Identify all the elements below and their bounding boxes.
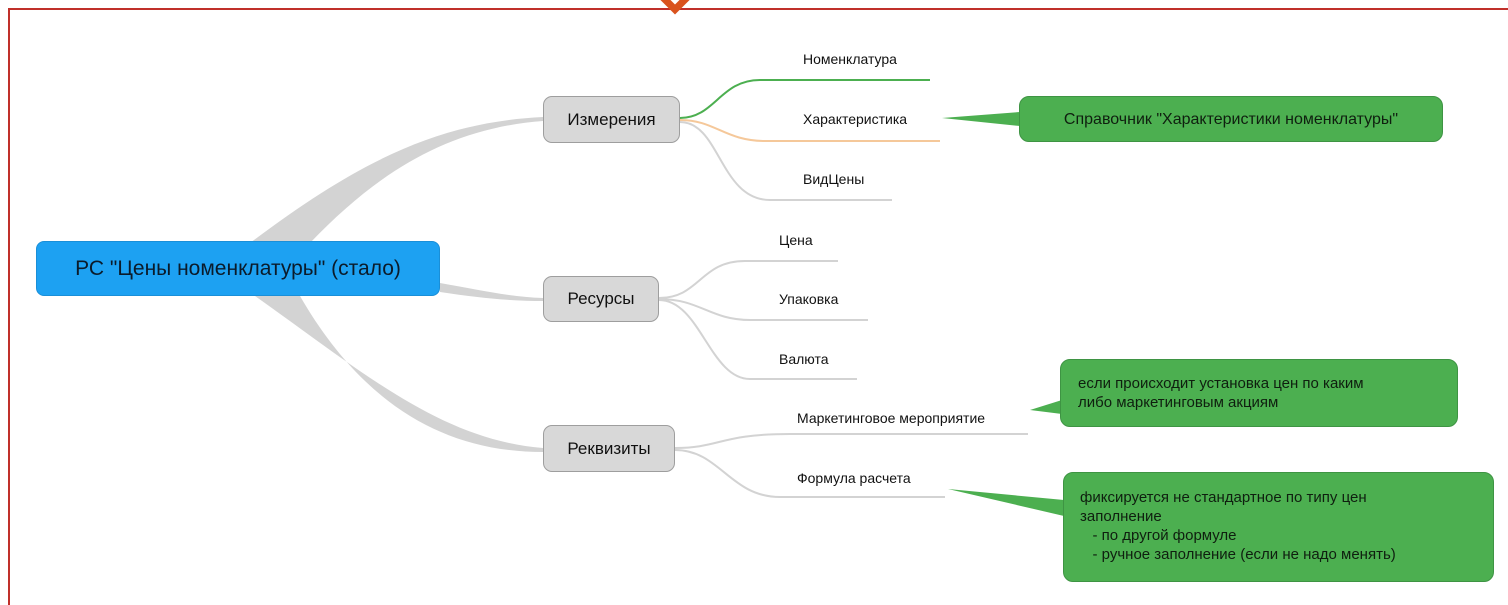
root-node[interactable]: РС "Цены номенклатуры" (стало) — [36, 241, 440, 296]
note-marketing-line: либо маркетинговым акциям — [1078, 394, 1279, 411]
note-formula-line: фиксируется не стандартное по типу цен — [1080, 489, 1367, 506]
link-formula — [674, 449, 945, 498]
slide-frame — [8, 8, 1508, 605]
branch-izmereniya[interactable]: Измерения — [543, 96, 680, 143]
branch-resursy[interactable]: Ресурсы — [543, 276, 659, 322]
link-vidceny — [679, 121, 892, 201]
leaf-valyuta[interactable]: Валюта — [779, 351, 829, 367]
link-valyuta — [658, 299, 857, 380]
note-marketing-line: если происходит установка цен по каким — [1078, 375, 1364, 392]
leaf-upakovka[interactable]: Упаковка — [779, 291, 839, 307]
leaf-vidceny[interactable]: ВидЦены — [803, 171, 865, 187]
leaf-marketing[interactable]: Маркетинговое мероприятие — [797, 410, 986, 426]
link-harakteristika — [679, 119, 940, 142]
note-harakteristika[interactable]: Справочник "Характеристики номенклатуры" — [1019, 96, 1443, 142]
link-root-resursy — [440, 283, 543, 301]
leaf-nomenklatura[interactable]: Номенклатура — [803, 51, 897, 67]
note-formula[interactable]: фиксируется не стандартное по типу цен з… — [1063, 472, 1494, 582]
note-marketing[interactable]: если происходит установка цен по каким л… — [1060, 359, 1458, 427]
note-formula-line: - ручное заполнение (если не надо менять… — [1080, 546, 1396, 563]
link-upakovka — [658, 298, 868, 321]
leaf-formula[interactable]: Формула расчета — [797, 470, 911, 486]
link-cena — [658, 260, 838, 299]
branch-rekvizity[interactable]: Реквизиты — [543, 425, 675, 472]
callout-formula — [948, 489, 1064, 516]
note-formula-line: - по другой формуле — [1080, 527, 1237, 544]
link-nomenklatura — [679, 79, 930, 119]
callout-marketing — [1030, 400, 1062, 414]
leaf-harakteristika[interactable]: Характеристика — [803, 111, 908, 127]
leaf-cena[interactable]: Цена — [779, 232, 813, 248]
link-marketing — [674, 433, 1028, 449]
callout-harakteristika — [942, 112, 1020, 126]
link-root-izmereniya — [250, 117, 543, 243]
link-root-rekvizity — [255, 296, 543, 452]
note-formula-line: заполнение — [1080, 508, 1162, 525]
